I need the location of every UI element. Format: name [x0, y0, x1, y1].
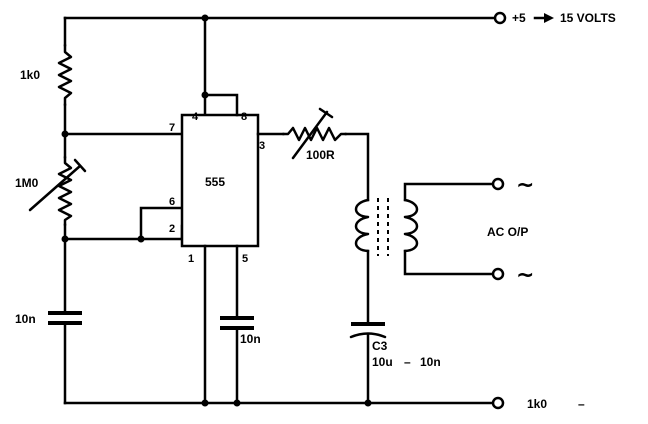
ground-rail [63, 399, 497, 407]
ic-pin-8-label: 8 [241, 111, 247, 123]
transformer-core [377, 198, 389, 256]
capacitor-c1-label: 10n [15, 312, 36, 326]
ac-output-tilde-2: ~ [516, 263, 534, 288]
capacitor-c1 [48, 311, 82, 325]
variable-resistor-vr2 [281, 126, 348, 142]
ic-pin-5-label: 5 [242, 253, 248, 265]
ic-pin-6-label: 6 [169, 196, 175, 208]
transformer-primary-coil [354, 198, 370, 253]
ac-output-terminal-2 [491, 267, 505, 281]
supply-label: +5 [512, 11, 526, 25]
vr2-wiper-arrow [291, 107, 334, 160]
capacitor-c2 [220, 316, 254, 330]
capacitor-c3-name: C3 [372, 339, 388, 353]
ac-output-terminal-1 [491, 177, 505, 191]
supply-terminal [493, 11, 507, 25]
ic-pin-4-label: 4 [192, 111, 199, 123]
ground-minus-sign: – [578, 397, 585, 411]
ac-output-label: AC O/P [487, 225, 528, 239]
ic-555-label: 555 [205, 175, 225, 189]
ic-pin-7-label: 7 [169, 122, 175, 134]
variable-resistor-vr1-label: 1M0 [15, 176, 39, 190]
variable-resistor-vr2-label: 100R [306, 148, 335, 162]
ic-pin-2-label: 2 [169, 223, 175, 235]
variable-resistor-vr1 [57, 155, 73, 227]
capacitor-c2-label: 10n [240, 332, 261, 346]
ground-label: 1k0 [527, 397, 547, 411]
resistor-r1 [57, 43, 73, 107]
resistor-r1-label: 1k0 [20, 68, 40, 82]
supply-range-label: 15 VOLTS [560, 11, 616, 25]
ic-pin-1-label: 1 [188, 253, 194, 265]
capacitor-c3-value2: 10n [420, 355, 441, 369]
supply-arrow [533, 13, 554, 23]
vr1-wiper-arrow [28, 158, 87, 212]
capacitor-c3-dash: – [404, 355, 411, 369]
transformer-secondary-coil [403, 198, 419, 253]
capacitor-c3-value: 10u [372, 355, 393, 369]
supply-rail [63, 14, 499, 117]
ac-output-tilde-1: ~ [516, 173, 534, 198]
ground-terminal [491, 396, 505, 410]
ic-555 [180, 113, 260, 248]
ic-pin-3-label: 3 [259, 140, 265, 152]
